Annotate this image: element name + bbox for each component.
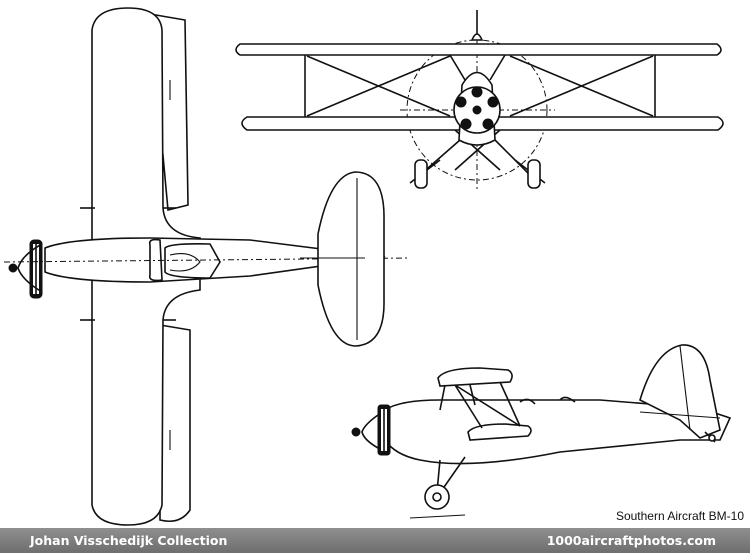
front-view-right-wheel [527,159,541,189]
side-view-fuselage [384,399,732,465]
side-view-upper-wing [437,367,513,387]
collection-credit: Johan Visschedijk Collection [30,533,228,548]
three-view-drawing [3,7,732,526]
front-view-upper-wing [235,43,722,56]
side-view-lower-wing [467,423,532,441]
top-view-lower-wing-lower [159,324,191,523]
footer-bar: Johan Visschedijk Collection 1000aircraf… [0,528,750,553]
side-view-fin [639,344,721,439]
side-view [351,344,732,519]
site-credit: 1000aircraftphotos.com [546,533,716,548]
top-view-tailplane [317,171,385,347]
top-view [3,7,411,526]
top-view-cockpit [164,243,221,279]
caption: Southern Aircraft BM-10 [615,509,744,523]
front-view-left-wheel [414,159,428,189]
front-view [235,10,724,190]
